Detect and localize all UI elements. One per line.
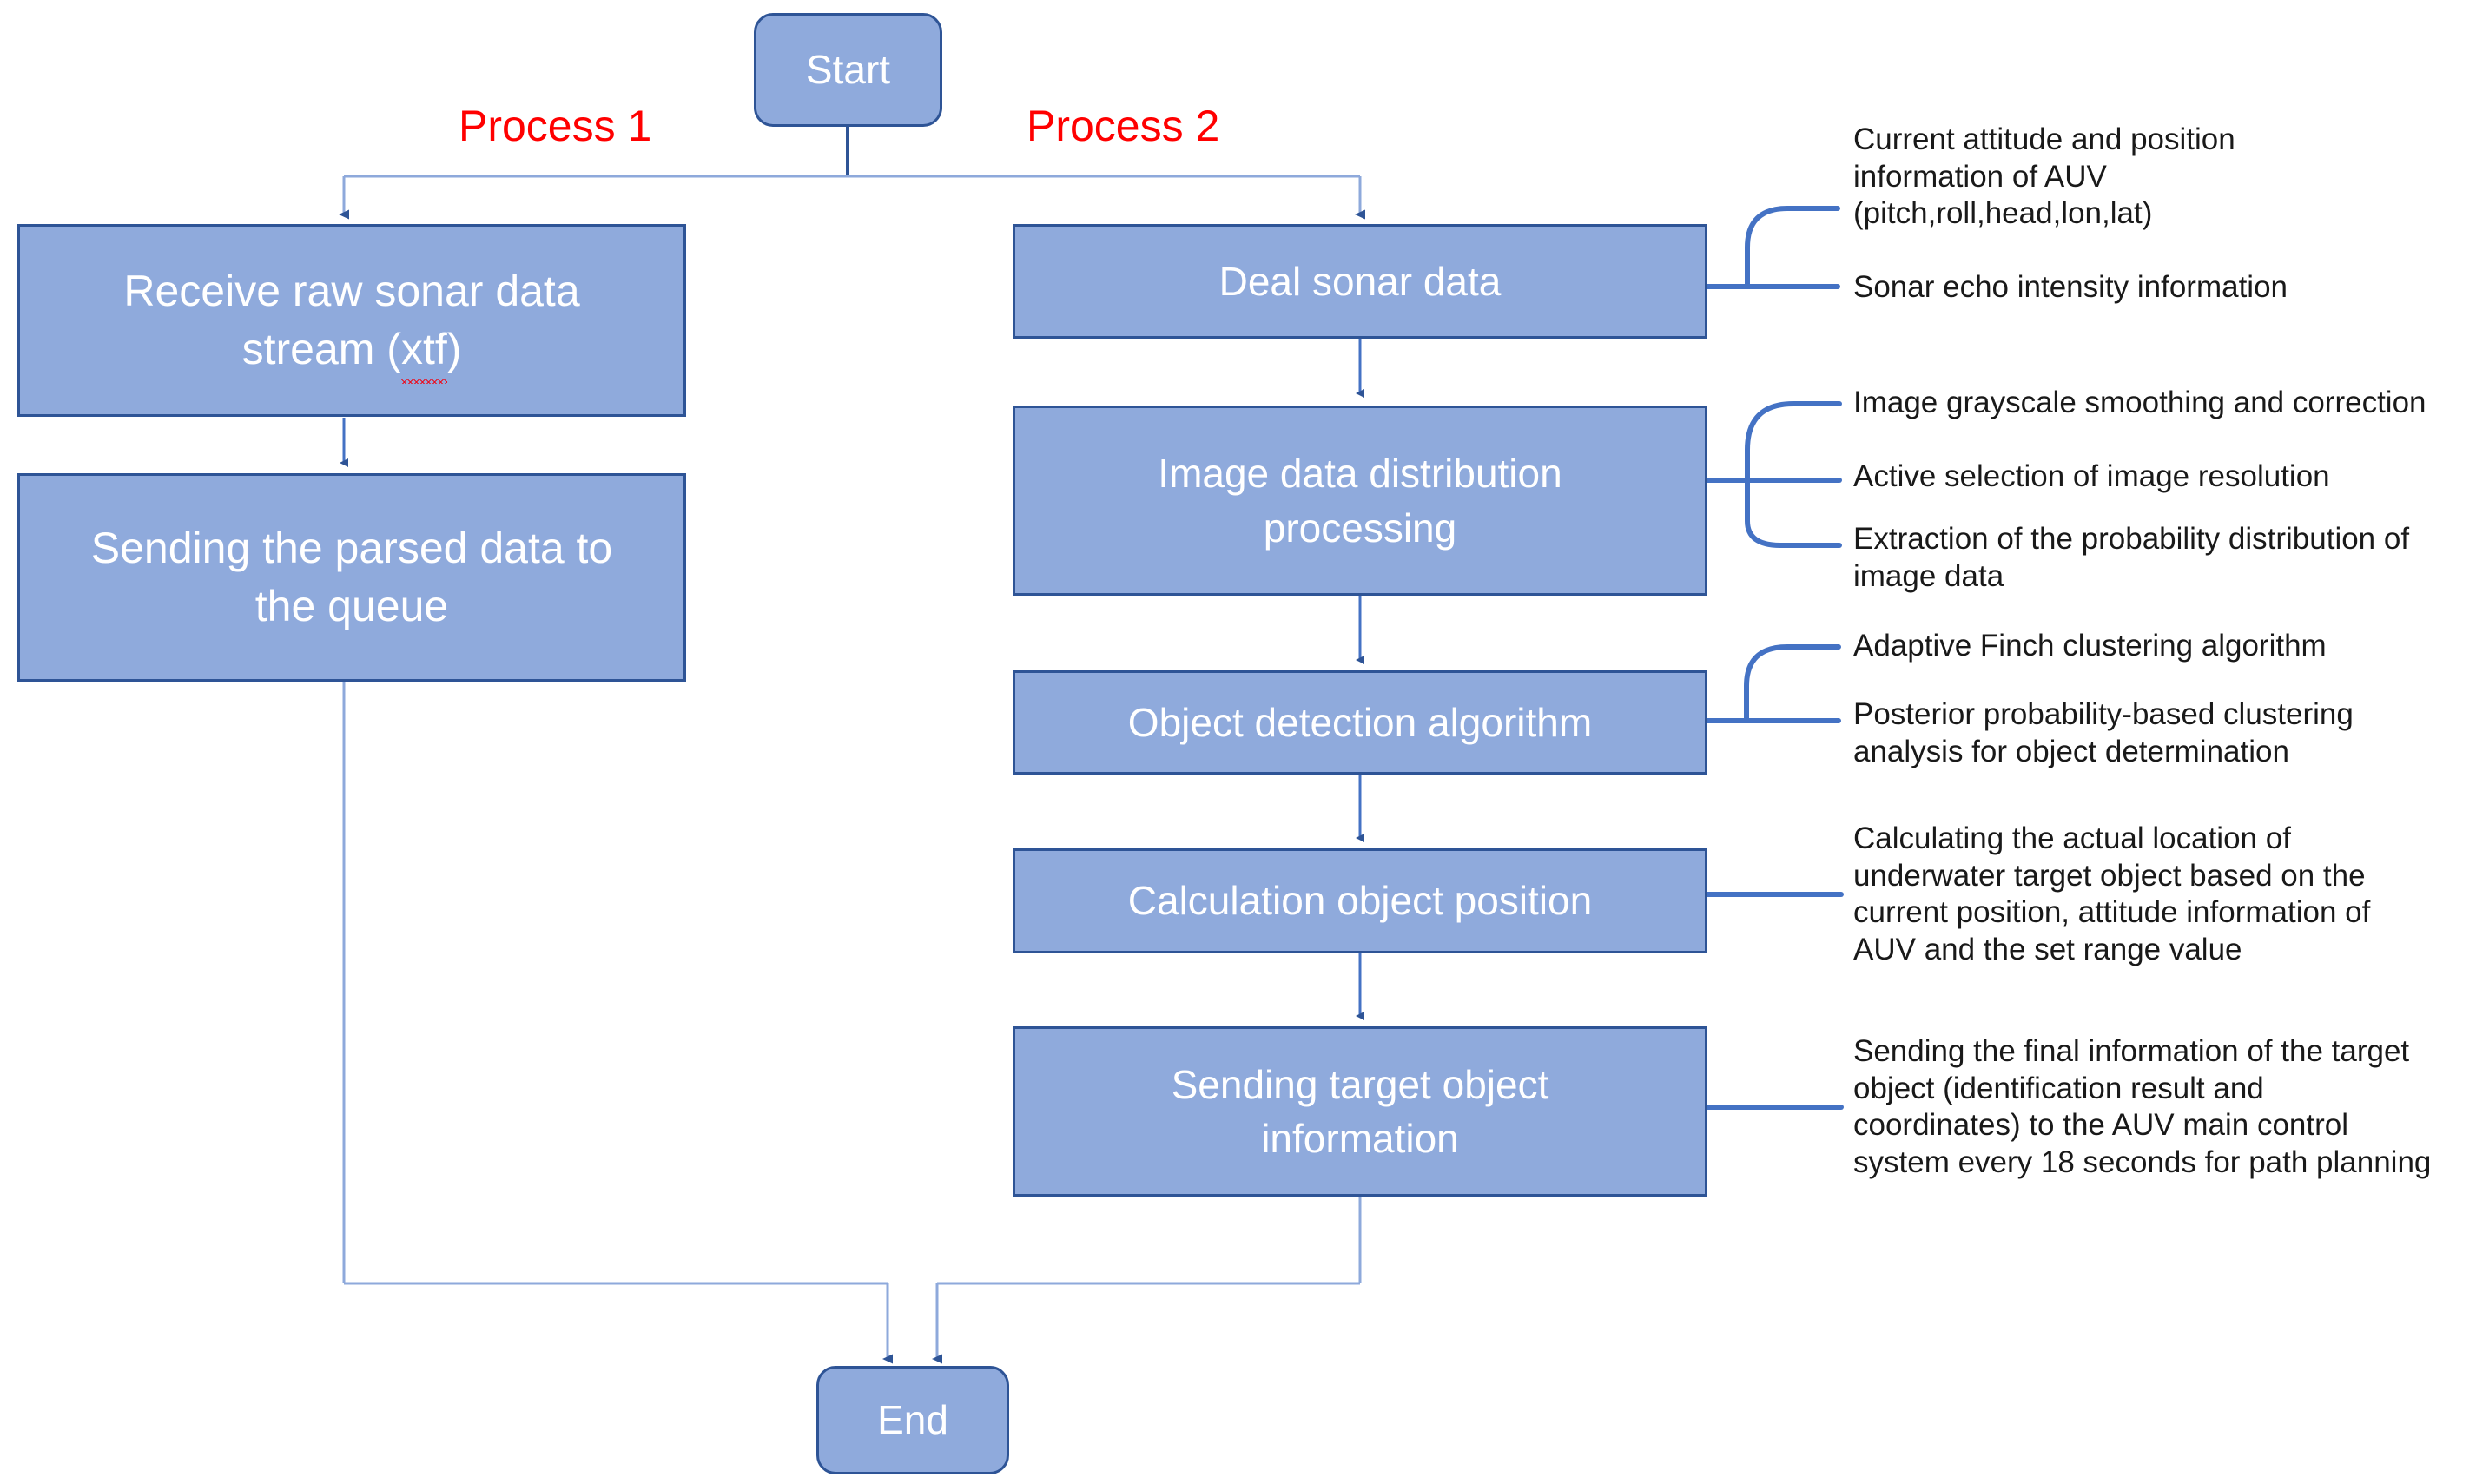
- wire-right-to-end: [932, 1197, 1362, 1364]
- annotation-object-detection-item-2: Posterior probability-based clustering a…: [1853, 697, 2354, 768]
- annotation-image-data-distribution-item-2: Active selection of image resolution: [1853, 459, 2330, 493]
- brace-object-detection: [1704, 644, 1841, 723]
- misspelled-word-xtf: xtf: [400, 320, 447, 383]
- node-end-label: End: [877, 1397, 948, 1443]
- node-sending-target-object-label: Sending target object information: [1171, 1061, 1549, 1161]
- node-send-parsed-queue[interactable]: Sending the parsed data to the queue: [17, 473, 686, 682]
- node-send-parsed-queue-label: Sending the parsed data to the queue: [90, 523, 613, 631]
- annotation-image-data-distribution-item-3: Extraction of the probability distributi…: [1853, 522, 2410, 593]
- node-line-1: Receive raw sonar data: [123, 266, 580, 315]
- node-deal-sonar-data-label: Deal sonar data: [1218, 258, 1502, 304]
- annotation-deal-sonar-data-item-1: Current attitude and position informatio…: [1853, 122, 2235, 231]
- node-start-label: Start: [805, 47, 891, 93]
- node-end[interactable]: End: [816, 1366, 1009, 1474]
- node-line-2-suffix: ): [446, 325, 462, 373]
- wire-left-to-end: [342, 682, 893, 1364]
- annotation-object-detection-item-1: Adaptive Finch clustering algorithm: [1853, 629, 2327, 663]
- node-object-detection[interactable]: Object detection algorithm: [1013, 670, 1707, 775]
- node-calculation-object-position[interactable]: Calculation object position: [1013, 848, 1707, 953]
- node-sending-target-object[interactable]: Sending target object information: [1013, 1026, 1707, 1197]
- node-deal-sonar-data[interactable]: Deal sonar data: [1013, 224, 1707, 339]
- annotation-sending-target-object: Sending the final information of the tar…: [1853, 1034, 2432, 1180]
- process-2-label: Process 2: [1027, 102, 1220, 150]
- node-calculation-object-position-label: Calculation object position: [1127, 878, 1593, 924]
- brace-image-data-distribution: [1704, 401, 1842, 548]
- node-image-data-distribution-label: Image data distribution processing: [1158, 451, 1562, 551]
- node-receive-raw-sonar-label: Receive raw sonar data stream (xtf): [123, 262, 580, 383]
- annotation-deal-sonar-data-item-2: Sonar echo intensity information: [1853, 270, 2288, 304]
- node-object-detection-label: Object detection algorithm: [1127, 699, 1593, 745]
- node-start[interactable]: Start: [754, 13, 942, 127]
- brace-deal-sonar-data: [1704, 206, 1840, 289]
- annotation-calculation-object-position: Calculating the actual location of under…: [1853, 821, 2371, 967]
- node-image-data-distribution[interactable]: Image data distribution processing: [1013, 406, 1707, 596]
- process-1-label: Process 1: [459, 102, 652, 150]
- node-receive-raw-sonar[interactable]: Receive raw sonar data stream (xtf): [17, 224, 686, 417]
- node-line-2-prefix: stream (: [241, 325, 401, 373]
- annotation-image-data-distribution-item-1: Image grayscale smoothing and correction: [1853, 386, 2426, 419]
